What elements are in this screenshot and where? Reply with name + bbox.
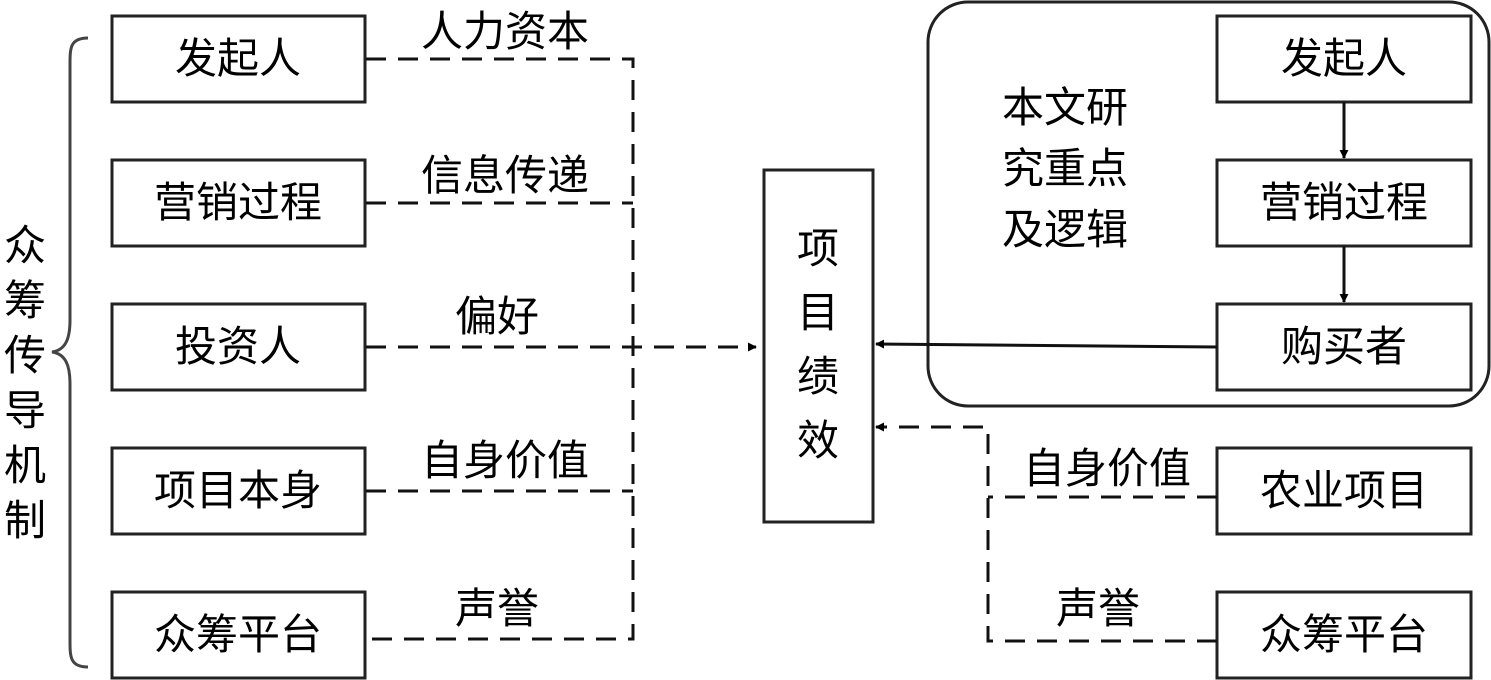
mechanism-char: 制 bbox=[4, 496, 46, 545]
left-box-label: 投资人 bbox=[175, 322, 301, 371]
focus-box-initiator: 发起人 bbox=[1215, 14, 1473, 104]
left-box-initiator: 发起人 bbox=[110, 14, 367, 104]
right-connector bbox=[875, 422, 1217, 643]
mechanism-label: 众 筹 传 导 机 制 bbox=[4, 221, 46, 545]
mechanism-char: 机 bbox=[4, 441, 46, 490]
buyer-to-center-arrow bbox=[875, 339, 1218, 349]
mechanism-char: 筹 bbox=[4, 276, 46, 325]
left-edge-label: 偏好 bbox=[455, 292, 539, 341]
left-box-label: 营销过程 bbox=[154, 178, 322, 227]
center-box-char: 项 bbox=[797, 224, 839, 273]
focus-box-label: 购买者 bbox=[1281, 322, 1407, 371]
focus-label-line: 本文研 bbox=[1002, 83, 1128, 132]
left-edge-label: 自身价值 bbox=[421, 436, 589, 485]
focus-box-marketing: 营销过程 bbox=[1215, 158, 1473, 248]
focus-box-buyer: 购买者 bbox=[1215, 302, 1473, 392]
center-box-char: 目 bbox=[797, 288, 839, 337]
focus-label-line: 及逻辑 bbox=[1002, 205, 1128, 254]
right-box-label: 众筹平台 bbox=[1260, 610, 1428, 659]
left-box-label: 众筹平台 bbox=[154, 610, 322, 659]
center-box-project-performance: 项 目 绩 效 bbox=[762, 168, 875, 524]
left-box-marketing: 营销过程 bbox=[110, 158, 367, 248]
mechanism-char: 导 bbox=[4, 386, 46, 435]
focus-group: 本文研 究重点 及逻辑 发起人 营销过程 购买者 bbox=[926, 0, 1491, 408]
focus-label-line: 究重点 bbox=[1002, 144, 1128, 193]
right-box-platform: 众筹平台 bbox=[1215, 590, 1473, 680]
left-box-label: 项目本身 bbox=[154, 466, 322, 515]
left-edge-label: 声誉 bbox=[455, 584, 539, 633]
left-box-label: 发起人 bbox=[175, 34, 301, 83]
right-box-agri-project: 农业项目 bbox=[1215, 446, 1473, 536]
left-box-investor: 投资人 bbox=[110, 302, 367, 392]
right-box-label: 农业项目 bbox=[1260, 466, 1428, 515]
focus-box-label: 营销过程 bbox=[1260, 178, 1428, 227]
left-brace bbox=[51, 36, 89, 669]
center-box-char: 效 bbox=[797, 416, 839, 465]
focus-box-label: 发起人 bbox=[1281, 34, 1407, 83]
left-box-platform: 众筹平台 bbox=[110, 590, 367, 680]
left-edge-label: 信息传递 bbox=[421, 151, 589, 200]
mechanism-char: 传 bbox=[4, 331, 46, 380]
right-edge-label: 声誉 bbox=[1056, 584, 1140, 633]
right-edge-label: 自身价值 bbox=[1023, 444, 1191, 493]
center-box-char: 绩 bbox=[797, 352, 839, 401]
left-box-project: 项目本身 bbox=[110, 446, 367, 536]
mechanism-char: 众 bbox=[4, 221, 46, 270]
left-edge-label: 人力资本 bbox=[421, 7, 589, 56]
left-connector bbox=[366, 57, 635, 641]
